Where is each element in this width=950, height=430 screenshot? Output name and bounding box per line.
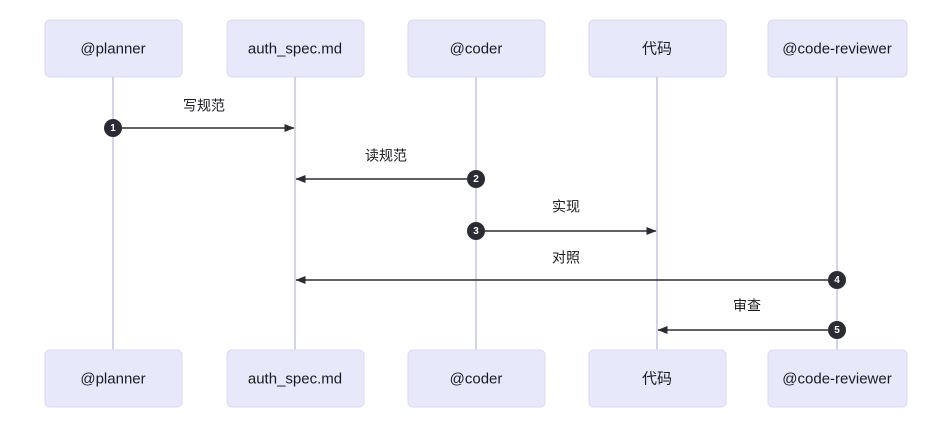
participant-box-rect (407, 349, 546, 408)
participant-bottom-planner[interactable]: @planner (44, 349, 183, 408)
participant-box-rect (44, 19, 183, 78)
participant-box-rect (226, 19, 365, 78)
participant-box-rect (767, 349, 908, 408)
sequence-badge-circle (828, 271, 846, 289)
sequence-badge-number: 4 (834, 275, 840, 286)
message-2[interactable]: 读规范 2 (295, 148, 485, 188)
participant-bottom-code_reviewer[interactable]: @code-reviewer (767, 349, 908, 408)
message-5[interactable]: 审查 5 (657, 298, 846, 339)
participant-label: @coder (450, 370, 503, 387)
sequence-badge-number: 5 (834, 325, 840, 336)
participant-box-rect (588, 19, 727, 78)
participant-label: 代码 (642, 40, 672, 57)
message-label: 实现 (552, 199, 580, 215)
sequence-badge: 3 (467, 222, 485, 240)
sequence-badge: 5 (828, 321, 846, 339)
participant-top-code_reviewer[interactable]: @code-reviewer (767, 19, 908, 78)
participant-label: auth_spec.md (248, 370, 342, 387)
sequence-badge-number: 1 (110, 123, 116, 134)
participant-box-rect (767, 19, 908, 78)
sequence-badge: 4 (828, 271, 846, 289)
participant-boxes-bottom: @planner auth_spec.md @coder 代码 @code-review… (44, 349, 908, 408)
message-4[interactable]: 对照 4 (295, 250, 846, 289)
participant-label: @code-reviewer (782, 40, 891, 57)
participant-label: 代码 (642, 370, 672, 387)
message-label: 审查 (733, 298, 761, 314)
message-3[interactable]: 实现 3 (467, 199, 657, 240)
participant-label: @planner (80, 370, 145, 387)
sequence-badge-circle (828, 321, 846, 339)
sequence-badge-number: 3 (473, 226, 479, 237)
participant-bottom-auth_spec[interactable]: auth_spec.md (226, 349, 365, 408)
participant-box-rect (44, 349, 183, 408)
participant-box-rect (407, 19, 546, 78)
participant-label: @coder (450, 40, 503, 57)
lifelines-layer (112, 77, 838, 350)
message-label: 写规范 (183, 98, 225, 114)
participant-top-auth_spec[interactable]: auth_spec.md (226, 19, 365, 78)
message-1[interactable]: 写规范 1 (104, 98, 295, 137)
participant-box-rect (226, 349, 365, 408)
participant-bottom-code[interactable]: 代码 (588, 349, 727, 408)
participant-label: auth_spec.md (248, 40, 342, 57)
sequence-badge: 2 (467, 170, 485, 188)
participant-label: @planner (80, 40, 145, 57)
messages-layer: 写规范 1 读规范 2 实现 3 对照 4 审查 5 (104, 98, 846, 339)
participant-label: @code-reviewer (782, 370, 891, 387)
participant-box-rect (588, 349, 727, 408)
message-label: 读规范 (365, 148, 407, 164)
sequence-badge-circle (467, 170, 485, 188)
sequence-badge-number: 2 (473, 174, 479, 185)
message-label: 对照 (552, 250, 580, 266)
participant-top-planner[interactable]: @planner (44, 19, 183, 78)
sequence-badge-circle (467, 222, 485, 240)
participant-bottom-coder[interactable]: @coder (407, 349, 546, 408)
sequence-badge: 1 (104, 119, 122, 137)
participant-top-code[interactable]: 代码 (588, 19, 727, 78)
participant-boxes-top: @planner auth_spec.md @coder 代码 @code-review… (44, 19, 908, 78)
sequence-badge-circle (104, 119, 122, 137)
participant-top-coder[interactable]: @coder (407, 19, 546, 78)
